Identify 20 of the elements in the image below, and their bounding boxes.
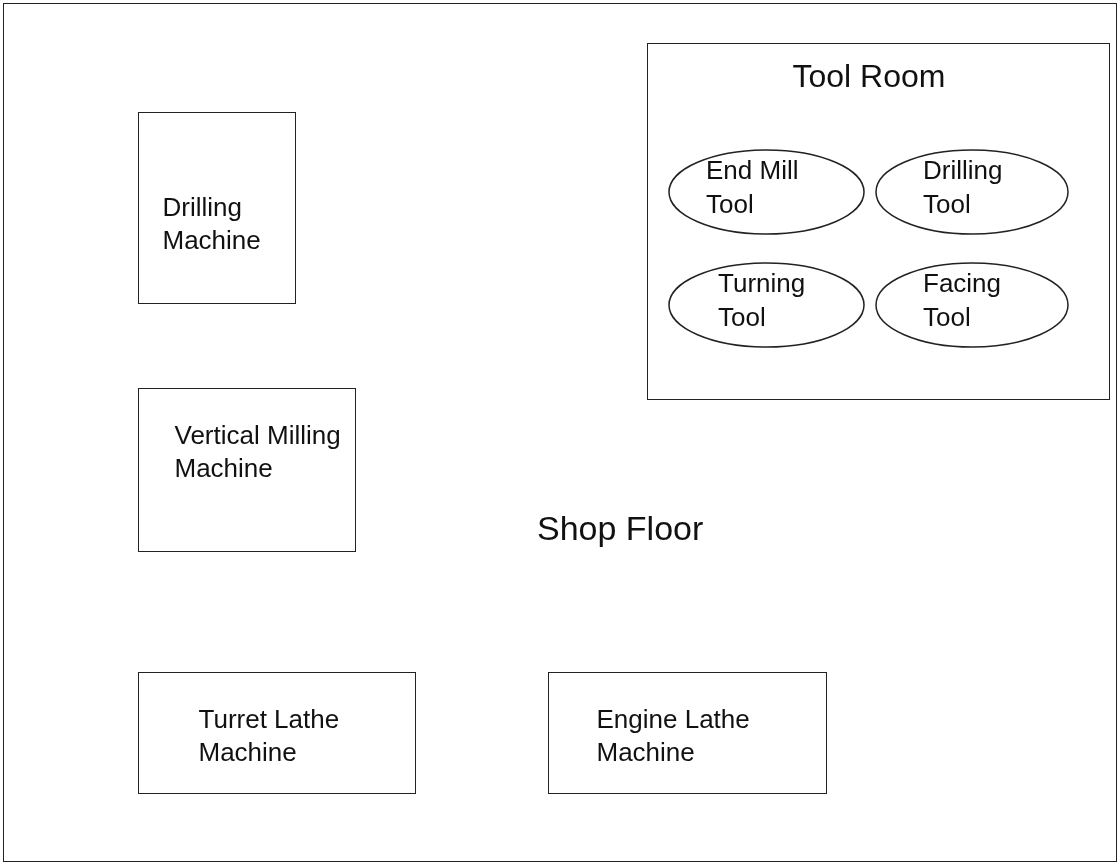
tool-ellipse (875, 262, 1069, 348)
tool-ellipse (875, 149, 1069, 235)
tool-ellipse (668, 262, 865, 348)
machine-box (137, 111, 296, 304)
machine-label: Engine Lathe Machine (596, 702, 751, 770)
shop-floor-area (3, 3, 1117, 862)
machine-label: Vertical Milling Machine (174, 418, 342, 486)
tool-label: Facing Tool (923, 267, 1003, 334)
area-label: Shop Floor (537, 508, 705, 549)
room-label: Tool Room (792, 56, 947, 96)
tool-label: Turning Tool (718, 267, 807, 334)
machine-box (137, 671, 416, 794)
machine-label: Turret Lathe Machine (198, 702, 341, 770)
tool-ellipse (668, 149, 865, 235)
machine-box (137, 387, 356, 552)
room-box (646, 42, 1110, 400)
machine-label: Drilling Machine (162, 190, 262, 258)
machine-box (547, 671, 827, 794)
tool-label: Drilling Tool (923, 154, 1004, 221)
tool-label: End Mill Tool (706, 154, 800, 221)
